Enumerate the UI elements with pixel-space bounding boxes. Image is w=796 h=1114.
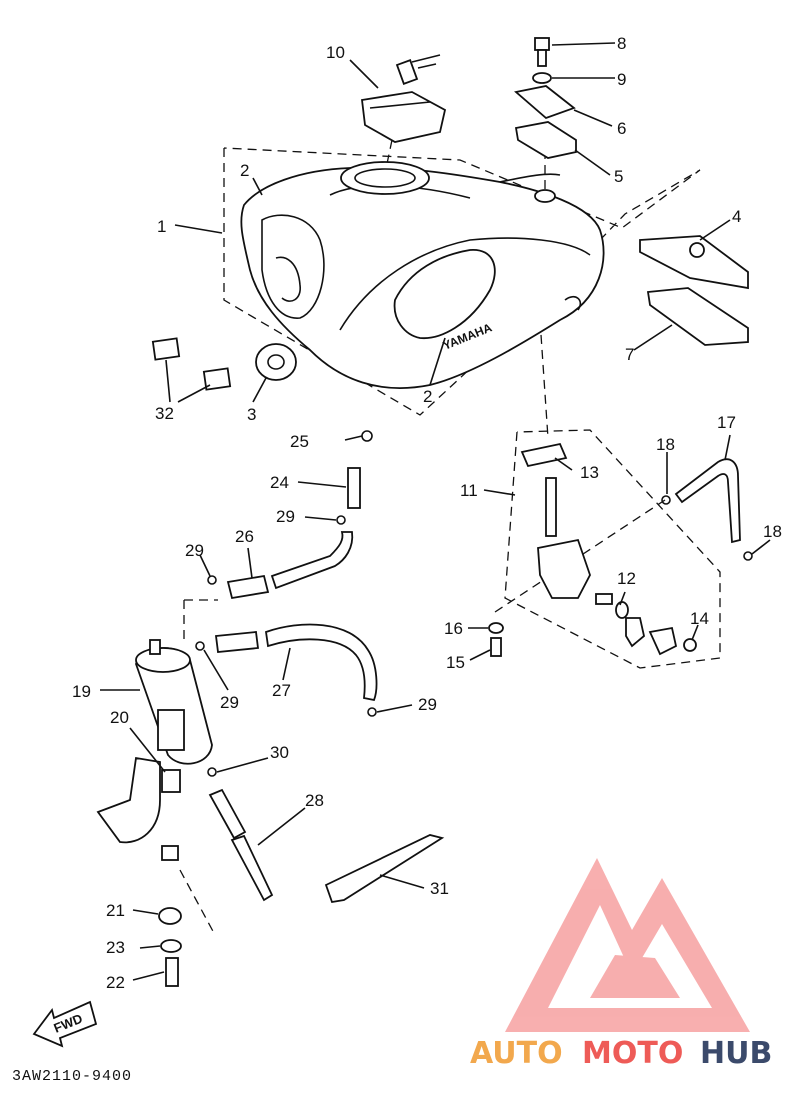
damper-3	[255, 343, 297, 381]
callout-4: 4	[732, 207, 741, 226]
callout-29d: 29	[418, 695, 437, 714]
clip-30	[207, 767, 217, 777]
callout-14: 14	[690, 609, 709, 628]
bolt-8	[534, 37, 550, 67]
hose-27b	[265, 623, 378, 702]
callout-31: 31	[430, 879, 449, 898]
collar-21	[158, 907, 182, 925]
hose-26	[226, 574, 270, 600]
bolt-22	[165, 957, 179, 987]
leader-lines	[100, 42, 771, 981]
fuel-cock-group-boundary	[504, 429, 721, 669]
leader-dash	[494, 499, 666, 613]
leader-dash	[539, 319, 549, 439]
callout-2a: 2	[240, 161, 249, 180]
bracket-4-damper	[689, 242, 705, 258]
leader-dash	[179, 869, 216, 936]
pump-bracket-20	[96, 756, 161, 844]
clip-29a	[336, 515, 346, 525]
clip-18a	[661, 495, 671, 505]
callout-20: 20	[110, 708, 129, 727]
callout-5: 5	[614, 167, 623, 186]
callout-11: 11	[460, 481, 478, 500]
washer-23	[160, 939, 182, 953]
band-31	[324, 834, 445, 904]
hose-26b	[270, 531, 354, 590]
callout-29c: 29	[220, 693, 239, 712]
callout-29a: 29	[276, 507, 295, 526]
emblem-32a	[151, 337, 181, 361]
callout-2b: 2	[423, 387, 432, 406]
fwd-arrow: FWD	[32, 1000, 98, 1048]
bracket-7	[646, 287, 749, 346]
callout-29b: 29	[185, 541, 204, 560]
callout-9: 9	[617, 70, 626, 89]
callout-25: 25	[290, 432, 309, 451]
callout-28: 28	[305, 791, 324, 810]
watermark-text: AUTO MOTO HUB	[470, 1036, 772, 1071]
callout-18a: 18	[656, 435, 675, 454]
callout-6: 6	[617, 119, 626, 138]
callout-32: 32	[155, 404, 174, 423]
damper-20	[161, 769, 181, 793]
watermark-hub: HUB	[700, 1036, 772, 1071]
hose-28b	[230, 834, 274, 902]
callout-1: 1	[157, 217, 166, 236]
clip-29c	[195, 641, 205, 651]
fuel-tank: YAMAHA	[240, 161, 605, 389]
fuel-cap	[361, 54, 447, 143]
callout-30: 30	[270, 743, 289, 762]
fuel-hose-17	[674, 458, 741, 544]
bracket-4	[639, 235, 749, 290]
clip-25	[361, 430, 373, 442]
callout-3: 3	[247, 405, 256, 424]
callout-labels: 1 2 2 3 4 5 6 7 8 9 10 11 12 13 14 15 16…	[72, 34, 782, 992]
fuel-cock	[488, 442, 697, 657]
callout-18b: 18	[763, 522, 782, 541]
callout-19: 19	[72, 682, 91, 701]
callout-7: 7	[625, 345, 634, 364]
callout-23: 23	[106, 938, 125, 957]
callout-24: 24	[270, 473, 289, 492]
diagram-code: 3AW2110-9400	[12, 1068, 132, 1085]
grommet	[534, 189, 556, 203]
watermark-auto: AUTO	[470, 1036, 563, 1071]
watermark-moto: MOTO	[582, 1036, 683, 1071]
clip-29d	[367, 707, 377, 717]
callout-10: 10	[326, 43, 345, 62]
damper-5	[514, 121, 577, 159]
fitting-24	[347, 467, 361, 509]
clip-29b	[207, 575, 217, 585]
callout-27: 27	[272, 681, 291, 700]
watermark-logo	[505, 858, 750, 1032]
callout-26: 26	[235, 527, 254, 546]
hose-28a	[208, 788, 247, 840]
bracket-6	[514, 85, 576, 120]
washer-9	[532, 72, 552, 84]
callout-15: 15	[446, 653, 465, 672]
clip-18b	[743, 551, 753, 561]
callout-17: 17	[717, 413, 736, 432]
callout-12: 12	[617, 569, 636, 588]
callout-21: 21	[106, 901, 125, 920]
fuel-pump	[135, 639, 213, 765]
callout-8: 8	[617, 34, 626, 53]
callout-13: 13	[580, 463, 599, 482]
callout-22: 22	[106, 973, 125, 992]
emblem-32b	[202, 367, 232, 391]
callout-16: 16	[444, 619, 463, 638]
nut-upper	[161, 845, 179, 861]
hose-27a	[214, 631, 260, 653]
tank-group-boundary	[223, 147, 701, 416]
